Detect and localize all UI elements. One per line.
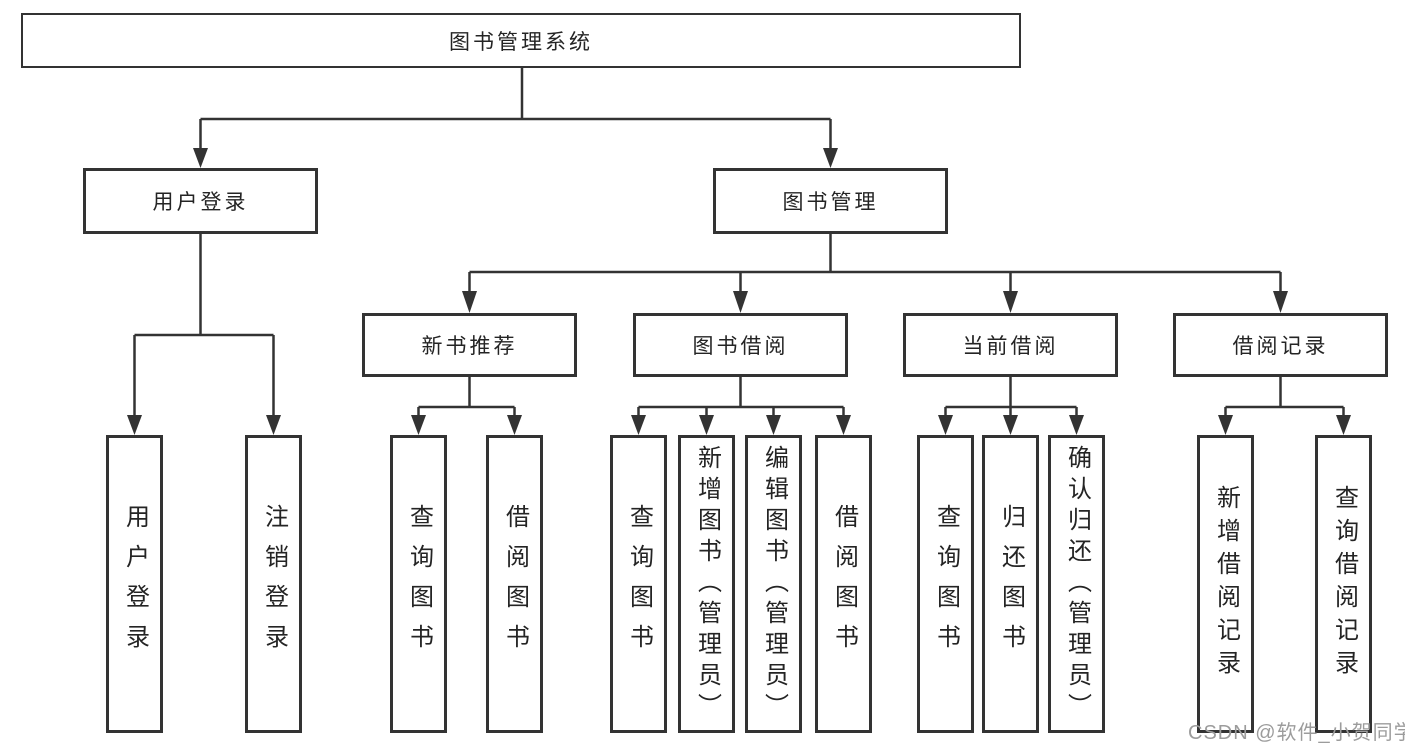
leaf-borrow-books-borrowing: 借阅图书 <box>815 435 872 733</box>
leaf-query-borrow-record: 查询借阅记录 <box>1315 435 1372 733</box>
leaf-edit-books-admin: 编辑图书（管理员） <box>745 435 802 733</box>
node-borrowing-records: 借阅记录 <box>1173 313 1388 377</box>
leaf-confirm-return-admin: 确认归还（管理员） <box>1048 435 1105 733</box>
node-user-login: 用户登录 <box>83 168 318 234</box>
node-new-book-recommend: 新书推荐 <box>362 313 577 377</box>
leaf-user-login: 用户登录 <box>106 435 163 733</box>
leaf-borrow-books-recommend: 借阅图书 <box>486 435 543 733</box>
node-book-management: 图书管理 <box>713 168 948 234</box>
leaf-query-books-current: 查询图书 <box>917 435 974 733</box>
leaf-query-books-recommend: 查询图书 <box>390 435 447 733</box>
node-root-book-management-system: 图书管理系统 <box>21 13 1021 68</box>
leaf-add-books-admin: 新增图书（管理员） <box>678 435 735 733</box>
node-book-borrowing: 图书借阅 <box>633 313 848 377</box>
csdn-watermark: CSDN @软件_小贺同学 <box>1188 722 1405 744</box>
leaf-query-books-borrowing: 查询图书 <box>610 435 667 733</box>
leaf-add-borrow-record: 新增借阅记录 <box>1197 435 1254 733</box>
leaf-return-books: 归还图书 <box>982 435 1039 733</box>
node-current-borrowing: 当前借阅 <box>903 313 1118 377</box>
arrowheads <box>127 148 1351 435</box>
leaf-logout: 注销登录 <box>245 435 302 733</box>
